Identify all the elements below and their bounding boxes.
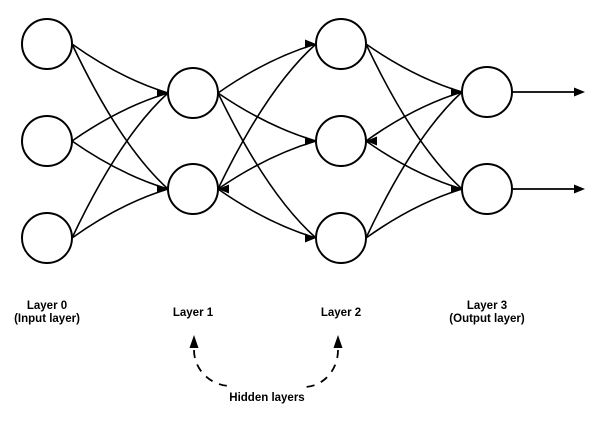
hidden-layers-label: Hidden layers (197, 392, 337, 405)
arrowhead-icon (451, 184, 462, 194)
connection-edge (365, 43, 463, 93)
neuron-node (21, 115, 73, 167)
neuron-node (167, 67, 219, 119)
layer-3-label: Layer 3 (Output layer) (417, 300, 557, 326)
connection-edge (71, 92, 169, 142)
connection-edge (365, 188, 463, 239)
neuron-node (21, 212, 73, 264)
hidden-layers-arrowhead-left (189, 335, 199, 348)
hidden-layers-arc-left (193, 349, 232, 387)
arrowhead-icon (157, 184, 168, 194)
neuron-node (461, 66, 513, 118)
layer-0-label: Layer 0 (Input layer) (0, 300, 117, 326)
neuron-node (167, 163, 219, 215)
connection-edge (217, 43, 317, 190)
layer-3-subtitle: (Output layer) (449, 313, 525, 325)
layer-3-title: Layer 3 (466, 300, 508, 312)
connection-edge (217, 92, 317, 239)
arrowhead-icon (451, 87, 462, 97)
connection-edge (71, 188, 169, 239)
connection-edge (71, 43, 169, 190)
layer-2-title: Layer 2 (320, 307, 362, 319)
connection-edge (365, 91, 463, 142)
neuron-node (315, 115, 367, 167)
layer-0-title: Layer 0 (26, 300, 68, 312)
connection-edge (217, 140, 317, 190)
hidden-layers-arrowhead-right (333, 335, 343, 348)
connection-edge (365, 43, 463, 190)
neuron-node (315, 18, 367, 70)
neuron-node (21, 18, 73, 70)
output-arrowhead-icon (574, 87, 585, 97)
arrowhead-icon (157, 88, 168, 98)
connection-edge (217, 92, 317, 142)
layer-1-title: Layer 1 (172, 307, 214, 319)
layer-0-subtitle: (Input layer) (14, 313, 80, 325)
output-arrowhead-icon (574, 184, 585, 194)
arrowhead-icon (305, 136, 316, 146)
connection-edge (71, 92, 169, 239)
layer-2-label: Layer 2 (271, 307, 411, 320)
connection-edge (365, 140, 463, 190)
arrowhead-icon (305, 39, 316, 49)
reverse-arrowhead-icon (218, 184, 229, 194)
connection-edge (71, 140, 169, 190)
connection-edge (365, 91, 463, 239)
layer-1-label: Layer 1 (123, 307, 263, 320)
connection-edge (71, 43, 169, 94)
connection-edge (217, 188, 317, 239)
hidden-layers-arc-right (303, 349, 339, 388)
arrowhead-icon (305, 233, 316, 243)
hidden-layers-text: Hidden layers (229, 392, 305, 404)
connection-edge (217, 43, 317, 94)
neuron-node (461, 163, 513, 215)
reverse-arrowhead-icon (366, 136, 377, 146)
neuron-node (315, 212, 367, 264)
